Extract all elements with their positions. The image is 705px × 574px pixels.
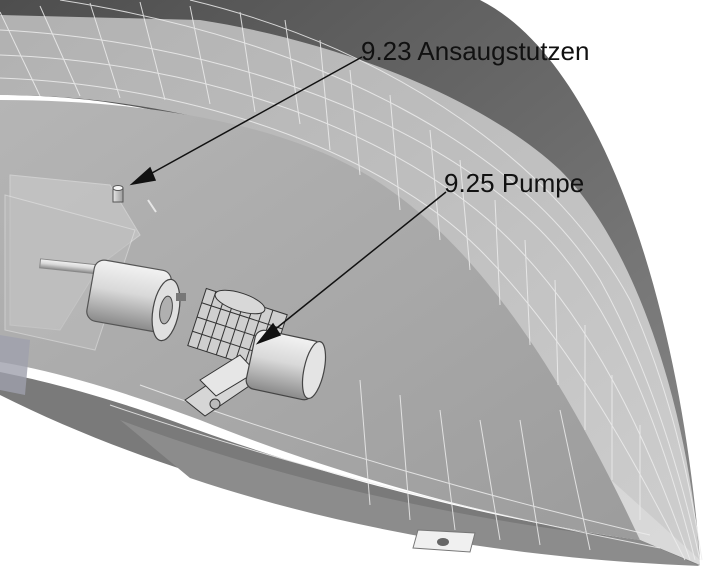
intake-pipe	[112, 185, 124, 203]
arrowhead-intake	[129, 166, 157, 186]
drain-plate	[412, 529, 476, 553]
arrowhead-pump	[255, 322, 282, 345]
leader-line-pump	[267, 191, 447, 336]
leader-lines	[129, 56, 447, 345]
hull-floor	[0, 100, 640, 540]
label-pump: 9.25 Pumpe	[444, 168, 585, 198]
hull-inner-side	[0, 15, 700, 565]
label-intake-nozzle: 9.23 Ansaugstutzen	[361, 36, 590, 66]
hull-outer-top	[0, 0, 700, 560]
leader-line-intake	[142, 56, 363, 179]
pump-assembly	[184, 287, 327, 417]
motor-cylinder	[86, 259, 186, 342]
hull-wireframe	[0, 0, 703, 561]
hull-bottom-strip	[120, 420, 700, 566]
